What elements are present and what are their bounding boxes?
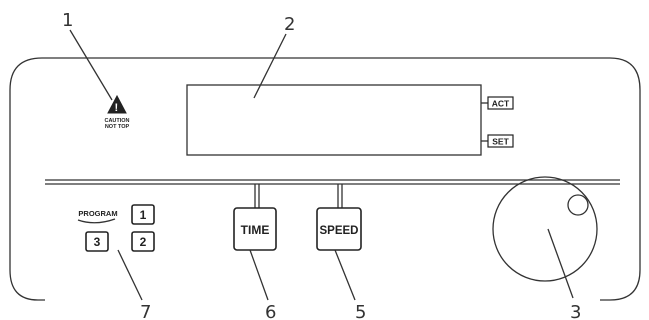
time-button-label: TIME	[241, 223, 270, 237]
program-button-1-label: 1	[140, 208, 147, 222]
callout-number-3: 3	[570, 302, 581, 320]
caution-label-line1: CAUTION	[104, 118, 129, 124]
callout-number-5: 5	[355, 302, 366, 320]
console-outline	[9, 57, 641, 301]
callout-number-2: 2	[284, 14, 295, 35]
caution-label-line2: NOT TOP	[105, 124, 130, 130]
program-button-3[interactable]	[85, 231, 109, 252]
speed-button-label: SPEED	[320, 225, 359, 237]
set-label: SET	[492, 137, 509, 147]
rotary-knob-icon[interactable]	[492, 176, 598, 282]
callout-leader-7	[117, 249, 143, 301]
program-button-2[interactable]	[131, 231, 155, 252]
callout-leader-5	[334, 249, 356, 301]
program-button-3-label: 3	[94, 235, 101, 249]
callout-number-1: 1	[62, 10, 73, 31]
callout-leader-3	[547, 228, 574, 299]
callout-leader-6	[249, 249, 269, 301]
program-button-2-label: 2	[140, 235, 147, 249]
lcd-display	[186, 84, 482, 156]
act-indicator	[487, 96, 514, 110]
callout-leader-1	[69, 29, 113, 101]
warning-triangle-icon	[107, 94, 127, 114]
time-button[interactable]	[233, 207, 277, 251]
act-label: ACT	[492, 99, 510, 109]
callout-number-7: 7	[140, 302, 151, 320]
caution-warning: ! CAUTION NOT TOP	[104, 94, 130, 130]
program-label: PROGRAM	[78, 209, 117, 218]
program-button-1[interactable]	[131, 204, 155, 225]
warning-exclaim-glyph: !	[115, 102, 119, 114]
callout-number-6: 6	[265, 302, 276, 320]
program-underline	[77, 218, 116, 224]
set-indicator	[487, 134, 514, 148]
knob-indicator	[567, 194, 589, 216]
speed-button[interactable]	[316, 207, 362, 251]
callout-leader-2	[253, 33, 287, 99]
